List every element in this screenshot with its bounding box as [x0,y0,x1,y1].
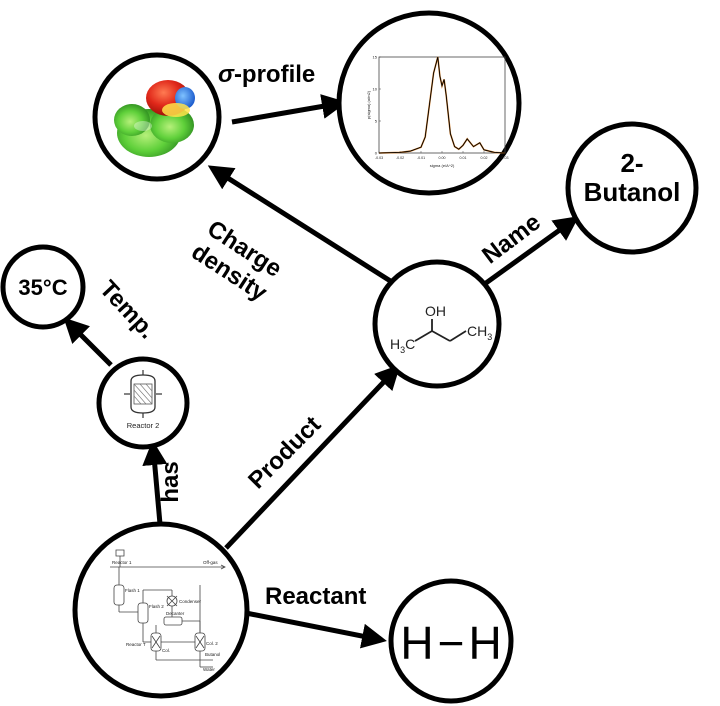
flowsheet-labels: Reactor 1 Off-gas Flash 1 Flash 2 Conden… [112,560,220,672]
svg-text:Col. 2: Col. 2 [206,641,218,646]
edge-product-arrow [224,364,401,550]
svg-text:Decanter: Decanter [166,611,185,616]
y-tick-label: 15 [373,55,378,60]
x-tick-label: -0.01 [417,156,425,160]
svg-text:Butanol: Butanol [205,652,220,657]
edge-temp-arrow [63,317,113,367]
sigma-series-outline [378,56,506,154]
molecule-left-group: H3C [390,336,415,355]
node-temperature[interactable]: 35°C [0,244,86,330]
reactor-2-label: Reactor 2 [127,421,160,430]
svg-text:Reactor T: Reactor T [126,642,146,647]
svg-text:Condenser: Condenser [179,599,202,604]
x-tick-label: 0.01 [460,156,467,160]
node-reactor-2[interactable]: Reactor 2 [96,356,190,450]
plot-y-axis-label: p(sigma) (a/m2) [366,90,371,119]
x-tick-label: -0.03 [375,156,383,160]
name-line-2: Butanol [584,177,681,207]
edge-sigma-profile-arrow [231,94,347,125]
node-name[interactable]: 2- Butanol [565,121,699,255]
hydrogen-formula: H−H [400,617,501,669]
node-cosmo-surface[interactable] [92,52,222,182]
edge-name-arrow [484,216,580,286]
svg-text:Water: Water [203,667,215,672]
edge-has-arrow [142,440,168,525]
y-tick-label: 5 [375,119,378,124]
edge-label-temp: Temp. [94,275,161,344]
name-line-1: 2- [620,148,643,178]
molecule-oh-label: OH [425,303,446,319]
svg-text:Flash 2: Flash 2 [149,604,164,609]
edge-charge-density-arrow [207,165,394,285]
edge-label-name: Name [477,209,545,270]
sigma-profile-chart: 15 10 5 0 -0.03 -0.02 -0.01 0.00 0.01 0.02 0.03 p… [366,55,509,169]
svg-text:Col.: Col. [162,648,170,653]
node-sigma-profile[interactable]: 15 10 5 0 -0.03 -0.02 -0.01 0.00 0.01 0.02 0.03 p… [336,10,522,196]
svg-text:Flash 1: Flash 1 [125,588,140,593]
y-tick-label: 10 [373,87,378,92]
temperature-value: 35°C [18,275,67,300]
edge-label-reactant: Reactant [265,583,366,610]
reactor-2-icon [124,370,162,418]
svg-text:Reactor 1: Reactor 1 [112,560,132,565]
node-molecule[interactable]: OH H3C CH3 [372,259,502,389]
flowsheet-diagram [110,549,226,668]
x-tick-label: -0.02 [396,156,404,160]
molecule-structure: OH H3C CH3 [390,303,492,355]
node-hydrogen[interactable]: H−H [388,578,514,704]
edge-label-charge-density: Charge density [187,215,287,307]
svg-text:Off-gas: Off-gas [203,560,218,565]
edge-label-sigma-profile: σ-profile [218,61,315,88]
edges [63,94,580,649]
plot-x-axis-label: sigma (e/A^2) [430,163,455,168]
cosmo-surface-image [114,80,195,157]
x-tick-label: 0.02 [481,156,488,160]
edge-label-has: has [157,461,184,502]
y-tick-label: 0 [375,151,378,156]
molecule-right-group: CH3 [467,323,492,342]
x-tick-label: 0.00 [439,156,446,160]
x-tick-label: 0.03 [502,156,509,160]
edge-reactant-arrow [240,609,387,649]
node-flowsheet[interactable]: Reactor 1 Off-gas Flash 1 Flash 2 Conden… [72,521,250,699]
